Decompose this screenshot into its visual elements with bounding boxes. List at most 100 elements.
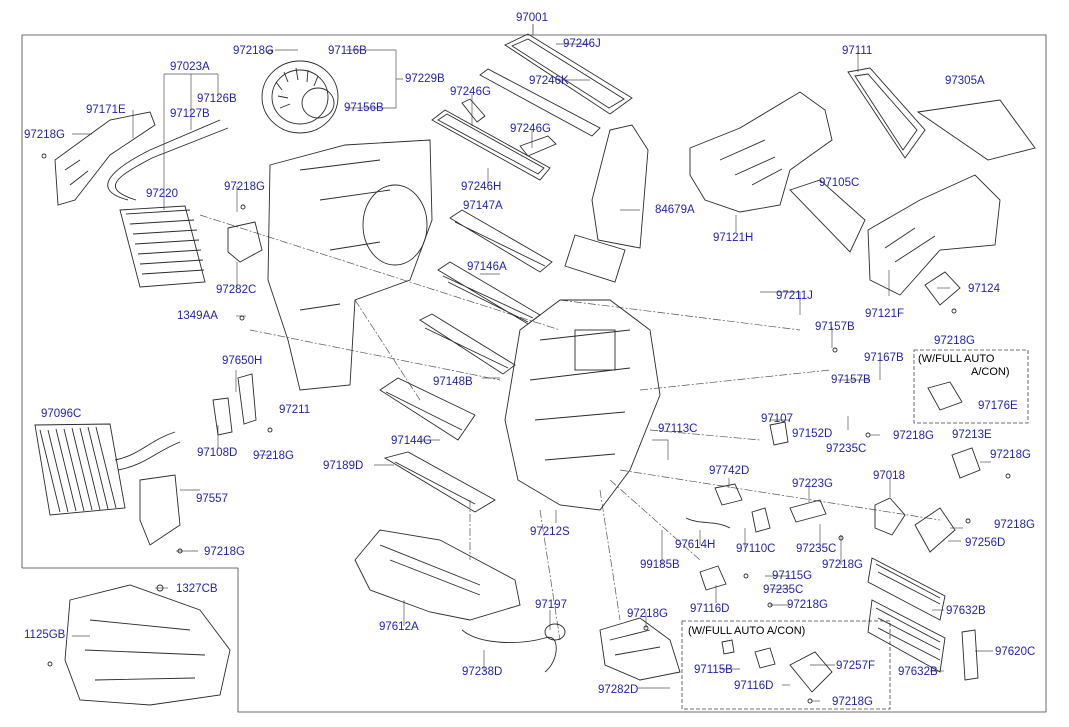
part-callout[interactable]: 97105C	[819, 177, 860, 189]
part-callout[interactable]: 97213E	[952, 429, 992, 441]
part-callout[interactable]: 97121F	[865, 308, 905, 320]
door-97147a	[449, 209, 553, 273]
part-callout[interactable]: 97282C	[216, 284, 257, 296]
part-callout[interactable]: 97144G	[391, 435, 432, 447]
part-callout[interactable]: 97238D	[462, 666, 503, 678]
part-callout[interactable]: 97742D	[709, 465, 750, 477]
part-callout[interactable]: 97235C	[826, 443, 867, 455]
part-callout[interactable]: 97126B	[197, 93, 237, 105]
part-callout[interactable]: 97189D	[323, 460, 364, 472]
option-box-top	[913, 349, 1029, 424]
part-callout[interactable]: 97023A	[170, 61, 210, 73]
assembly-label[interactable]: 97001	[516, 12, 548, 24]
part-callout[interactable]: 97212S	[530, 526, 570, 538]
part-callout[interactable]: 1349AA	[177, 310, 218, 322]
part-callout[interactable]: 97167B	[864, 352, 904, 364]
filter-frame-97111	[847, 67, 926, 159]
part-callout[interactable]: 97121H	[713, 232, 754, 244]
part-callout[interactable]: 97171E	[86, 104, 126, 116]
part-callout[interactable]: 97557	[196, 493, 228, 505]
full-auto-note-top-2: A/CON)	[971, 366, 1010, 378]
hose-97238d	[461, 629, 557, 673]
part-callout[interactable]: 97116B	[328, 45, 367, 57]
part-callout[interactable]: 97218G	[627, 608, 668, 620]
part-callout[interactable]: 97257F	[836, 660, 876, 672]
part-callout[interactable]: 97235C	[796, 543, 837, 555]
part-callout[interactable]: 97156B	[344, 102, 384, 114]
part-callout[interactable]: 97246K	[529, 75, 569, 87]
blower-motor	[261, 60, 339, 134]
part-callout[interactable]: 97246H	[461, 181, 502, 193]
part-callout[interactable]: 97018	[873, 470, 905, 482]
part-callout[interactable]: 97235C	[763, 584, 804, 596]
part-callout[interactable]: 97211J	[776, 290, 813, 302]
lower-duct	[354, 529, 521, 621]
part-callout[interactable]: 1327CB	[176, 583, 218, 595]
part-callout[interactable]: 97211	[279, 404, 311, 416]
filter-97144g	[379, 377, 476, 441]
part-callout[interactable]: 97650H	[222, 355, 263, 367]
part-callout[interactable]: 97620C	[995, 646, 1036, 658]
part-callout[interactable]: 97612A	[379, 621, 419, 633]
part-callout[interactable]: 84679A	[655, 204, 695, 216]
part-callout[interactable]: 97218G	[990, 449, 1031, 461]
cover-97620c	[961, 629, 979, 681]
housing-left	[267, 139, 433, 391]
part-callout[interactable]: 97614H	[675, 539, 716, 551]
part-97116d-b	[754, 647, 776, 669]
part-callout[interactable]: 97229B	[405, 73, 445, 85]
part-callout[interactable]: 97116D	[690, 603, 730, 615]
part-callout[interactable]: 97108D	[197, 447, 238, 459]
part-callout[interactable]: 97147A	[463, 200, 503, 212]
gasket-97246h	[431, 109, 551, 181]
part-callout[interactable]: 99185B	[640, 559, 680, 571]
part-callout[interactable]: 97116D	[734, 680, 774, 692]
duct-97105c	[789, 179, 866, 253]
part-callout[interactable]: 97111	[842, 45, 873, 57]
gasket-97246g-a	[461, 98, 486, 123]
part-callout[interactable]: 97157B	[831, 374, 871, 386]
part-callout[interactable]: 97218G	[204, 546, 245, 558]
part-callout[interactable]: 97115B	[694, 664, 733, 676]
part-callout[interactable]: 97197	[535, 599, 567, 611]
part-callout[interactable]: 97223G	[792, 478, 833, 490]
bracket-97650h	[237, 373, 257, 425]
part-callout[interactable]: 97107	[761, 413, 793, 425]
part-callout[interactable]: 97110C	[736, 543, 776, 555]
part-callout[interactable]: 97305A	[945, 75, 985, 87]
part-callout[interactable]: 97246G	[510, 123, 551, 135]
part-callout[interactable]: 97218G	[233, 45, 274, 57]
part-callout[interactable]: 97127B	[170, 108, 210, 120]
part-callout[interactable]: 97632B	[898, 666, 938, 678]
part-callout[interactable]: 97152D	[792, 428, 833, 440]
main-case	[504, 299, 661, 511]
part-callout[interactable]: 97176E	[978, 400, 1018, 412]
heater-core	[107, 119, 229, 288]
bracket-97557	[139, 474, 181, 546]
part-callout[interactable]: 97218G	[832, 696, 873, 708]
part-callout[interactable]: 97115G	[772, 570, 813, 582]
part-callout[interactable]: 97218G	[822, 559, 863, 571]
part-callout[interactable]: 97218G	[224, 181, 265, 193]
part-callout[interactable]: 97218G	[24, 129, 65, 141]
part-callout[interactable]: 97632B	[946, 605, 986, 617]
part-callout[interactable]: 97246J	[563, 38, 601, 50]
part-callout[interactable]: 97218G	[934, 335, 975, 347]
part-callout[interactable]: 97218G	[787, 599, 828, 611]
part-callout[interactable]: 97218G	[994, 519, 1035, 531]
part-callout[interactable]: 97246G	[450, 86, 491, 98]
motor-97257f	[789, 651, 833, 693]
part-callout[interactable]: 97148B	[433, 376, 473, 388]
part-callout[interactable]: 97096C	[41, 408, 82, 420]
part-callout[interactable]: 97220	[146, 188, 178, 200]
part-callout[interactable]: 97113C	[658, 423, 698, 435]
part-callout[interactable]: 97256D	[965, 537, 1006, 549]
part-callout[interactable]: 97218G	[253, 450, 294, 462]
blower-case	[867, 174, 1001, 296]
part-callout[interactable]: 97282D	[598, 684, 639, 696]
part-callout[interactable]: 97146A	[467, 261, 507, 273]
part-callout[interactable]: 1125GB	[24, 629, 66, 641]
part-callout[interactable]: 97124	[968, 283, 1000, 295]
part-callout[interactable]: 97218G	[893, 430, 934, 442]
part-callout[interactable]: 97157B	[815, 321, 855, 333]
